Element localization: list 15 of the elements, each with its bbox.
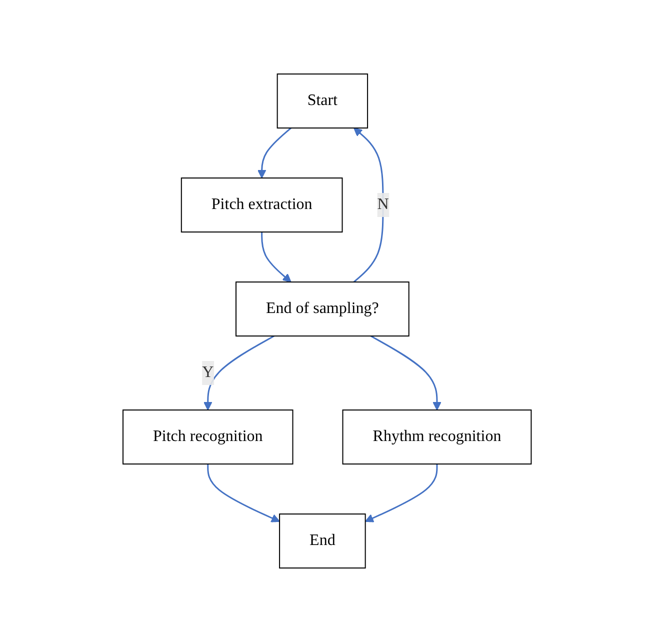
- edge-label: N: [377, 196, 389, 213]
- arrow: [207, 464, 280, 522]
- edge-label: Y: [202, 364, 214, 381]
- arrow: [203, 335, 274, 410]
- node-box: Start: [276, 74, 368, 128]
- node-box: Rhythm recognition: [342, 410, 532, 464]
- node-box: End: [278, 514, 366, 568]
- node-box: End of sampling?: [235, 282, 410, 336]
- arrow: [370, 335, 442, 410]
- arrow: [353, 128, 384, 283]
- arrow: [260, 232, 292, 282]
- node-box: Pitch extraction: [180, 178, 343, 232]
- node-box: Pitch recognition: [122, 410, 294, 464]
- arrow: [364, 464, 438, 522]
- arrow: [257, 127, 292, 178]
